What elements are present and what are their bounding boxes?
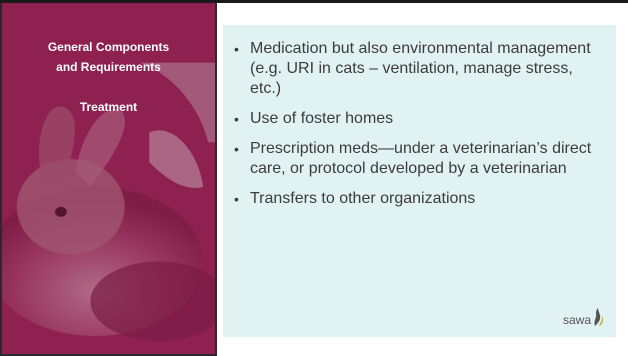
bullet-list: • Medication but also environmental mana… — [234, 39, 604, 219]
bullet-text: Prescription meds—under a veterinarian’s… — [250, 140, 592, 177]
bullet-item: • Use of foster homes — [234, 109, 604, 129]
top-rule — [0, 0, 628, 3]
sawa-logo: sawa — [563, 307, 604, 327]
bullet-dot: • — [234, 111, 239, 127]
bullet-dot: • — [234, 141, 239, 157]
side-panel: General Components and Requirements Trea… — [0, 3, 217, 356]
bullet-item: • Medication but also environmental mana… — [234, 39, 604, 99]
bullet-item: • Transfers to other organizations — [234, 189, 604, 209]
panel-title-block: General Components and Requirements Trea… — [2, 37, 215, 117]
content-box: • Medication but also environmental mana… — [223, 25, 616, 337]
bullet-text: Transfers to other organizations — [250, 190, 476, 207]
flame-swoosh-icon — [594, 308, 603, 326]
rabbit-photo — [2, 3, 215, 354]
bullet-dot: • — [234, 191, 239, 207]
bullet-item: • Prescription meds—under a veterinarian… — [234, 139, 604, 179]
panel-title-line2: and Requirements — [56, 60, 161, 74]
panel-spacer — [2, 77, 215, 97]
logo-text: sawa — [562, 313, 591, 327]
bullet-text: Use of foster homes — [250, 110, 394, 127]
bullet-dot: • — [234, 41, 239, 57]
panel-subtitle: Treatment — [79, 100, 138, 114]
panel-title-line1: General Components — [47, 40, 170, 54]
bullet-text: Medication but also environmental manage… — [250, 40, 591, 97]
